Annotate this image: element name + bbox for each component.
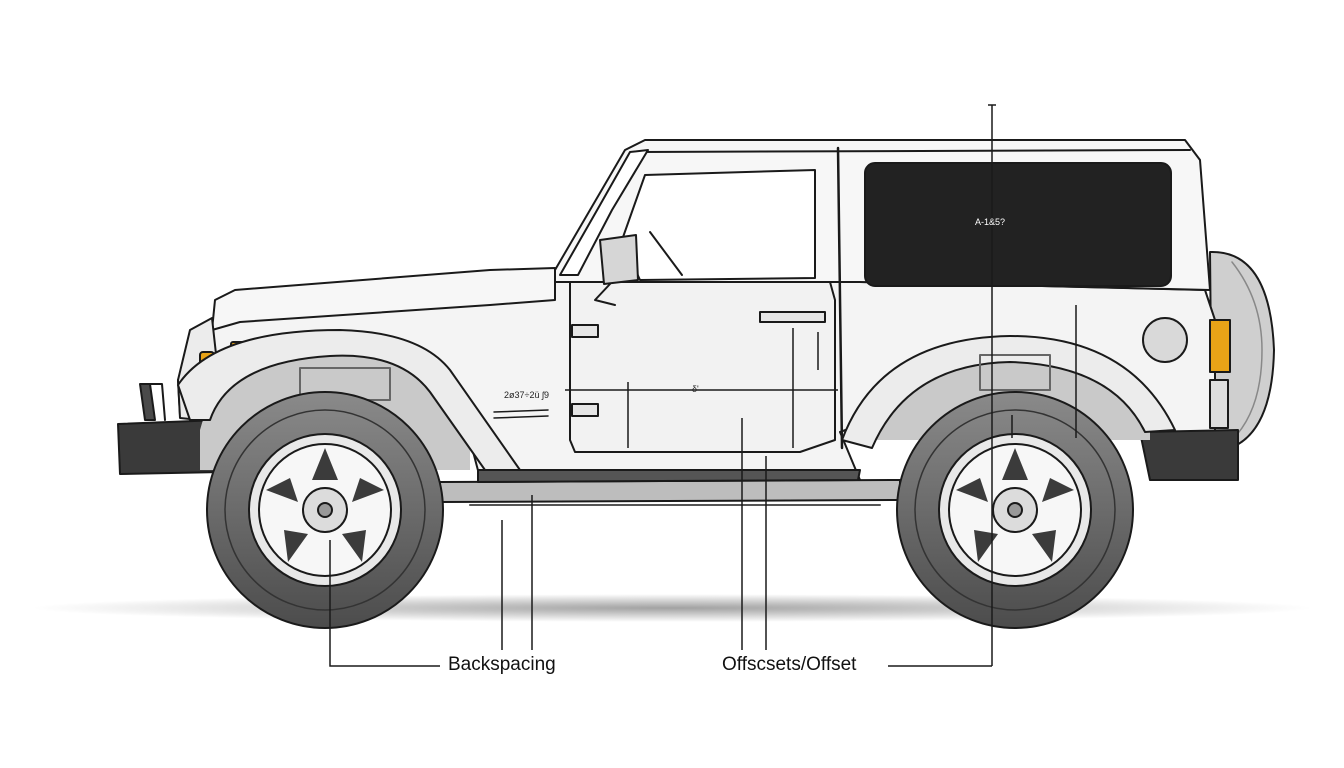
roof-line bbox=[639, 149, 1191, 153]
fender-badge-stripe bbox=[493, 409, 549, 419]
door-dimension: δ' bbox=[692, 384, 699, 394]
b-pillar bbox=[836, 146, 844, 450]
fender-badge: 2ø37÷2ü ʃ9 bbox=[504, 390, 549, 400]
tow-hook-2 bbox=[149, 383, 166, 421]
rear-wheel bbox=[896, 391, 1134, 629]
front-suspension bbox=[299, 367, 391, 401]
backspacing-label: Backspacing bbox=[448, 654, 556, 675]
offset-label: Offscsets/Offset bbox=[722, 654, 857, 675]
rear-suspension bbox=[979, 354, 1051, 391]
tail-light-lower bbox=[1209, 379, 1229, 429]
window-mark: A-1&5? bbox=[975, 217, 1005, 227]
rear-side-window bbox=[864, 162, 1172, 287]
windshield-frame bbox=[559, 149, 649, 276]
frame-rail bbox=[439, 479, 901, 503]
front-fender-flare bbox=[177, 329, 521, 471]
side-mirror bbox=[599, 234, 639, 285]
rear-bumper bbox=[1139, 429, 1239, 481]
front-door bbox=[569, 281, 836, 453]
door-handle bbox=[759, 311, 826, 323]
rock-rail bbox=[477, 469, 861, 483]
ground-shadow bbox=[32, 594, 1312, 622]
rear-fender-flare bbox=[841, 335, 1176, 449]
measurement-lines bbox=[329, 104, 1077, 667]
tail-light bbox=[1209, 319, 1231, 373]
steering-wheel bbox=[649, 231, 683, 276]
door-hinge-bottom bbox=[571, 403, 599, 417]
door-window bbox=[621, 169, 816, 281]
hood bbox=[211, 267, 556, 331]
tow-hook bbox=[139, 383, 156, 421]
mirror-arm bbox=[594, 283, 616, 306]
front-wheel bbox=[206, 391, 444, 629]
fuel-door bbox=[1142, 317, 1188, 363]
door-hinge-top bbox=[571, 324, 599, 338]
